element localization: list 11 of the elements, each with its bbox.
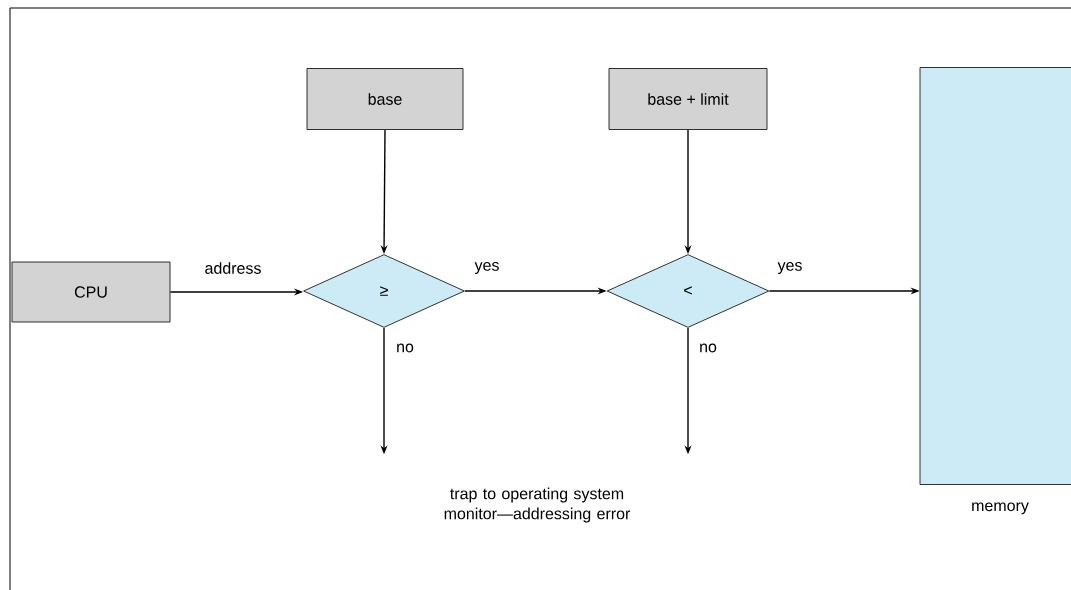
memory-block xyxy=(919,67,1071,485)
edge-label: no xyxy=(698,342,718,354)
process-box: base + limit xyxy=(608,68,768,130)
process-box: base xyxy=(306,68,464,130)
edge-label: yes xyxy=(473,261,501,275)
edge-label: no xyxy=(395,342,415,354)
block-caption: memory xyxy=(972,502,1029,515)
edge-label: address xyxy=(203,261,263,275)
process-box: CPU xyxy=(11,261,171,323)
edge-label: yes xyxy=(776,261,804,275)
message-text: trap to operating system monitor—addressing error xyxy=(444,487,631,523)
